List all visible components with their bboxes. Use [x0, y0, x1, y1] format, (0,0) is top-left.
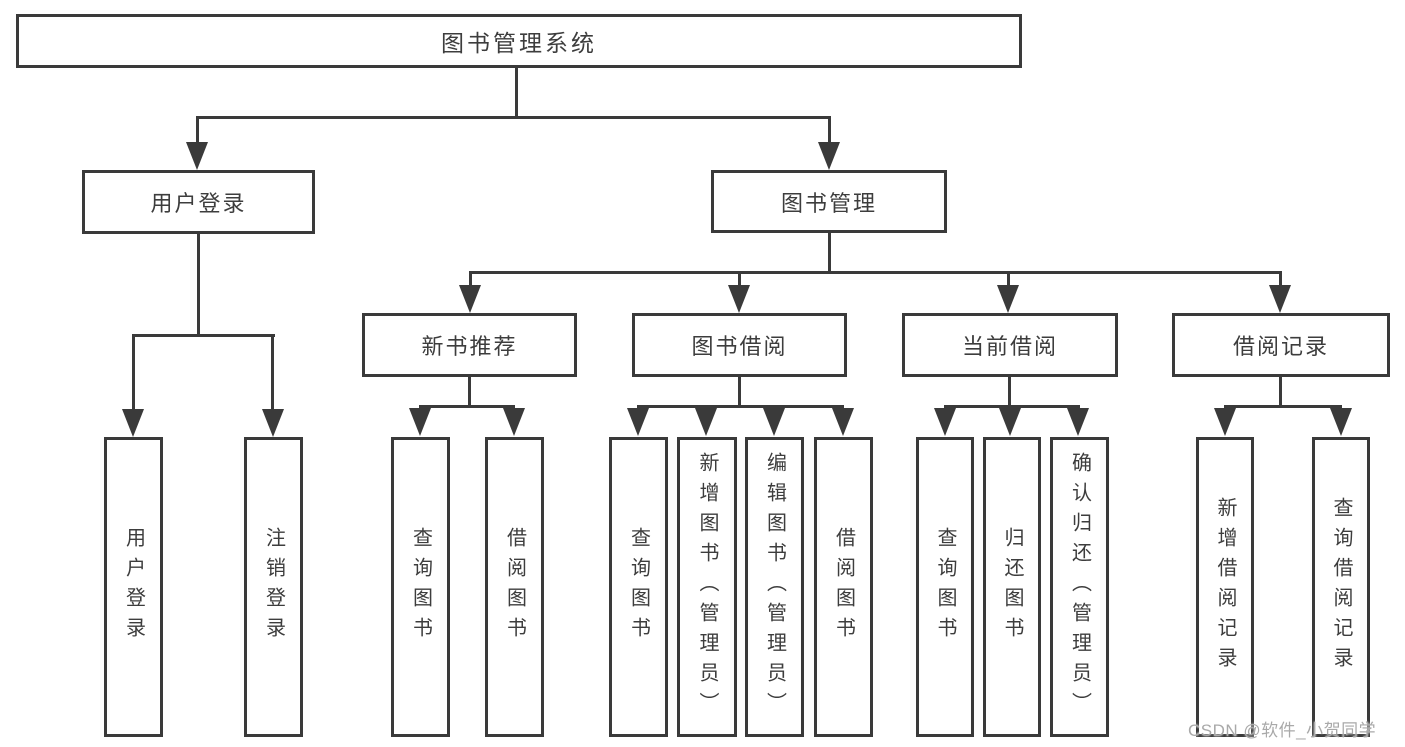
arrowhead-bb-add [695, 408, 717, 436]
arrowhead-cb-query [934, 408, 956, 436]
connector-to-new-book [469, 271, 472, 287]
arrowhead-current-borrow [997, 285, 1019, 313]
arrowhead-bb-query [627, 408, 649, 436]
arrowhead-br-query [1330, 408, 1352, 436]
connector-root-stem [515, 68, 518, 118]
connector-new-book-stem [468, 377, 471, 408]
node-book-borrow: 图书借阅 [632, 313, 847, 377]
arrowhead-nb-borrow [503, 408, 525, 436]
leaf-cb-query-books: 查询图书 [916, 437, 974, 737]
node-root-library-system: 图书管理系统 [16, 14, 1022, 68]
leaf-logout: 注销登录 [244, 437, 303, 737]
arrowhead-bb-edit [763, 408, 785, 436]
leaf-cb-return-books: 归还图书 [983, 437, 1041, 737]
arrowhead-user-login [186, 142, 208, 170]
arrowhead-nb-query [409, 408, 431, 436]
arrowhead-bb-borrow [832, 408, 854, 436]
connector-user-login-rail [132, 334, 275, 337]
leaf-user-login: 用户登录 [104, 437, 163, 737]
node-current-borrow: 当前借阅 [902, 313, 1118, 377]
connector-to-current-borrow [1007, 271, 1010, 287]
leaf-br-query-record: 查询借阅记录 [1312, 437, 1370, 737]
leaf-bb-query-books: 查询图书 [609, 437, 668, 737]
connector-to-leaf-logout [271, 334, 274, 411]
csdn-watermark: CSDN @软件_小贺同学 [1188, 721, 1377, 740]
leaf-bb-edit-books-admin: 编辑图书（管理员） [745, 437, 804, 737]
node-user-login: 用户登录 [82, 170, 315, 234]
leaf-nb-query-books: 查询图书 [391, 437, 450, 737]
connector-current-borrow-rail [944, 405, 1080, 408]
connector-to-book-management [828, 116, 831, 145]
connector-to-book-borrow [738, 271, 741, 287]
node-new-book-recommend: 新书推荐 [362, 313, 577, 377]
connector-current-borrow-stem [1008, 377, 1011, 408]
leaf-cb-confirm-return-admin: 确认归还（管理员） [1050, 437, 1109, 737]
leaf-nb-borrow-books: 借阅图书 [485, 437, 544, 737]
leaf-bb-borrow-books: 借阅图书 [814, 437, 873, 737]
connector-to-borrow-records [1279, 271, 1282, 287]
connector-borrow-records-rail [1224, 405, 1342, 408]
connector-book-borrow-stem [738, 377, 741, 408]
arrowhead-br-add [1214, 408, 1236, 436]
arrowhead-borrow-records [1269, 285, 1291, 313]
arrowhead-cb-confirm [1067, 408, 1089, 436]
arrowhead-book-borrow [728, 285, 750, 313]
connector-to-user-login [196, 116, 199, 145]
leaf-br-add-record: 新增借阅记录 [1196, 437, 1254, 737]
leaf-bb-add-books-admin: 新增图书（管理员） [677, 437, 737, 737]
connector-book-mgmt-rail [469, 271, 1282, 274]
connector-book-mgmt-stem [828, 233, 831, 274]
connector-to-leaf-login [132, 334, 135, 411]
arrowhead-cb-return [999, 408, 1021, 436]
connector-new-book-rail [419, 405, 515, 408]
connector-user-login-stem [197, 234, 200, 337]
arrowhead-book-management [818, 142, 840, 170]
node-borrow-records: 借阅记录 [1172, 313, 1390, 377]
arrowhead-new-book [459, 285, 481, 313]
connector-book-borrow-rail [637, 405, 844, 408]
node-book-management: 图书管理 [711, 170, 947, 233]
connector-root-rail [196, 116, 831, 119]
arrowhead-leaf-login [122, 409, 144, 437]
arrowhead-leaf-logout [262, 409, 284, 437]
connector-borrow-records-stem [1279, 377, 1282, 408]
